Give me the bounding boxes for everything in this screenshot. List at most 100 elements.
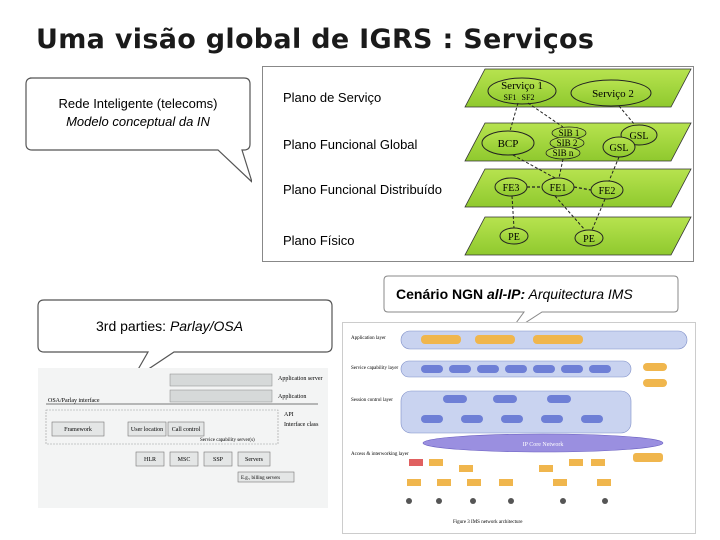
ims-hss-1 bbox=[643, 363, 667, 371]
ims-scl-4 bbox=[505, 365, 527, 373]
ims-layer-access: Access & interworking layer bbox=[351, 452, 409, 457]
sf1-text: SF1 bbox=[504, 93, 517, 102]
pe2-oval bbox=[574, 229, 604, 247]
ims-figure-caption: Figure 3 IMS network architecture bbox=[453, 520, 523, 525]
plane-label-distributed: Plano Funcional Distribuído bbox=[283, 182, 442, 197]
osa-server-hlr bbox=[135, 451, 165, 467]
sibn-text: SIB n bbox=[553, 148, 574, 158]
page-title: Uma visão global de IGRS : Serviços bbox=[36, 24, 595, 55]
in-callout: Rede Inteligente (telecoms) Modelo conce… bbox=[22, 74, 254, 185]
ims-scl-2 bbox=[449, 365, 471, 373]
map-fe3-pe bbox=[511, 195, 515, 229]
osa-figure-svg: OSA/Parlay interface Application server … bbox=[45, 373, 322, 483]
ims-access-4 bbox=[539, 465, 553, 472]
in-conceptual-model: Plano de Serviço Plano Funcional Global … bbox=[262, 66, 694, 262]
osa-label-interface: Interface class bbox=[284, 421, 319, 428]
servico2-oval bbox=[570, 79, 652, 107]
osa-figure: OSA/Parlay interface Application server … bbox=[38, 368, 328, 508]
planes-svg: Serviço 1 SF1 SF2 Serviço 2 BCP SIB 1 SI… bbox=[464, 68, 692, 256]
servico2-text: Serviço 2 bbox=[592, 88, 634, 100]
osa-footer-box bbox=[237, 471, 295, 483]
fe3-text: FE3 bbox=[503, 183, 520, 194]
sib1-text: SIB 1 bbox=[559, 128, 580, 138]
ims-access-5 bbox=[569, 459, 583, 466]
ims-access-12 bbox=[553, 479, 567, 486]
osa-label-appserver: Application server bbox=[278, 376, 322, 382]
ims-caption-text: Cenário NGN all-IP: Arquitectura IMS bbox=[396, 286, 633, 302]
callout-in-line1: Rede Inteligente (telecoms) bbox=[58, 96, 218, 111]
ims-access-1 bbox=[409, 459, 423, 466]
ims-cscf-2 bbox=[493, 395, 517, 403]
ims-figure-svg: Application layer Service capability lay… bbox=[351, 330, 688, 525]
gsl2-text: GSL bbox=[610, 143, 629, 154]
ims-access-13 bbox=[597, 479, 611, 486]
osa-callout-prefix: 3rd parties: bbox=[96, 318, 170, 334]
ims-cscf-1 bbox=[443, 395, 467, 403]
osa-callout-text: 3rd parties: Parlay/OSA bbox=[96, 318, 243, 334]
ims-caption-box: Cenário NGN all-IP: Arquitectura IMS bbox=[382, 274, 680, 335]
map-sf-sib bbox=[527, 102, 564, 128]
ims-terminal-6 bbox=[602, 498, 608, 504]
distributed-plane bbox=[464, 168, 692, 208]
plane-label-physical: Plano Físico bbox=[283, 233, 355, 248]
gsl1-text: GSL bbox=[630, 131, 649, 142]
ims-cscf-3 bbox=[547, 395, 571, 403]
ims-access-11 bbox=[499, 479, 513, 486]
ims-layer-session: Session control layer bbox=[351, 398, 393, 403]
ims-app-1 bbox=[421, 335, 461, 344]
ims-access-2 bbox=[429, 459, 443, 466]
ims-terminal-1 bbox=[406, 498, 412, 504]
plane-label-global: Plano Funcional Global bbox=[283, 137, 418, 152]
ims-hss-2 bbox=[643, 379, 667, 387]
sib2-text: SIB 2 bbox=[557, 138, 578, 148]
ims-access-8 bbox=[407, 479, 421, 486]
ims-app-2 bbox=[475, 335, 515, 344]
ims-cscf-6 bbox=[501, 415, 523, 423]
osa-box-callctrl bbox=[167, 421, 205, 437]
osa-server-ssp bbox=[203, 451, 233, 467]
ims-layer-scl: Service capability layer bbox=[351, 366, 399, 371]
ims-terminal-2 bbox=[436, 498, 442, 504]
osa-app-box-2 bbox=[169, 389, 273, 403]
map-servico2-gsl bbox=[618, 105, 636, 126]
ims-caption-suffix: Arquitectura IMS bbox=[525, 286, 633, 302]
osa-scs-frame bbox=[45, 409, 279, 445]
bcp-oval bbox=[481, 130, 535, 156]
ims-access-7 bbox=[633, 453, 663, 462]
ims-terminal-3 bbox=[470, 498, 476, 504]
fe2-text: FE2 bbox=[599, 186, 616, 197]
osa-text-callctrl: Call control bbox=[172, 427, 201, 433]
osa-callout-bubble bbox=[37, 299, 333, 381]
plane-label-service: Plano de Serviço bbox=[283, 90, 382, 105]
osa-label-api: API bbox=[284, 412, 294, 418]
osa-text-msc: MSC bbox=[178, 457, 191, 463]
servico1-text: Serviço 1 bbox=[501, 80, 543, 92]
ims-access-10 bbox=[467, 479, 481, 486]
ims-cscf-5 bbox=[461, 415, 483, 423]
map-sib-fe1 bbox=[558, 158, 564, 179]
sf2-text: SF2 bbox=[522, 93, 535, 102]
ims-cscf-8 bbox=[581, 415, 603, 423]
ims-access-6 bbox=[591, 459, 605, 466]
pe1-text: PE bbox=[508, 232, 520, 243]
map-fe2-pe bbox=[591, 198, 606, 231]
callout-bubble bbox=[25, 77, 254, 185]
ims-scl-3 bbox=[477, 365, 499, 373]
map-fe1-pe bbox=[554, 195, 586, 231]
osa-text-servers: Servers bbox=[245, 457, 264, 463]
ims-terminal-4 bbox=[508, 498, 514, 504]
osa-server-msc bbox=[169, 451, 199, 467]
bcp-text: BCP bbox=[498, 138, 519, 150]
ims-access-9 bbox=[437, 479, 451, 486]
ims-access-3 bbox=[459, 465, 473, 472]
osa-text-hlr: HLR bbox=[144, 457, 156, 463]
ims-caption-prefix: Cenário NGN bbox=[396, 286, 488, 302]
callout-in-line2: Modelo conceptual da IN bbox=[66, 114, 210, 129]
ims-scl-6 bbox=[561, 365, 583, 373]
map-bcp-fe1 bbox=[512, 154, 556, 179]
ims-scl-5 bbox=[533, 365, 555, 373]
servico1-oval bbox=[487, 77, 557, 105]
pe2-text: PE bbox=[583, 234, 595, 245]
osa-app-box-1 bbox=[169, 373, 273, 387]
osa-text-framework: Framework bbox=[64, 427, 92, 433]
